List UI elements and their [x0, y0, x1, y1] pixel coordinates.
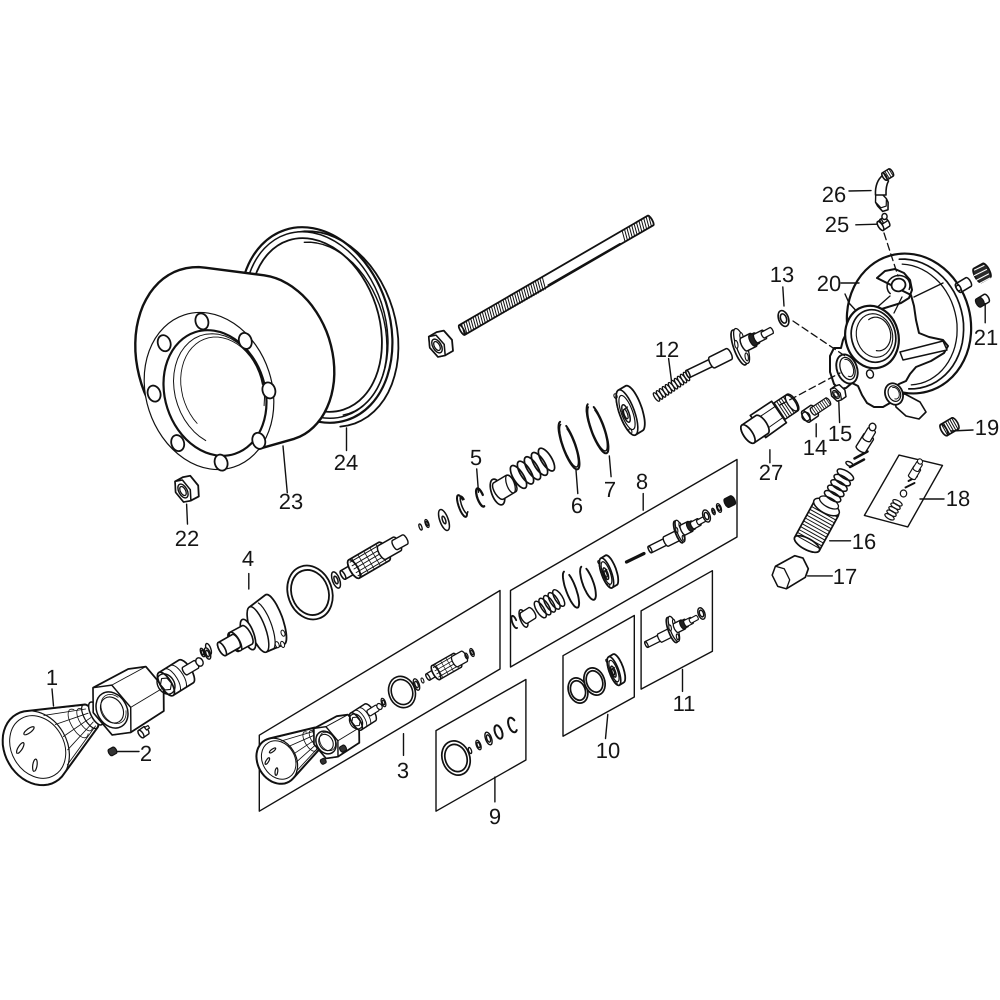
- svg-text:2: 2: [140, 741, 152, 766]
- svg-text:5: 5: [470, 445, 482, 470]
- svg-text:17: 17: [833, 564, 857, 589]
- svg-text:27: 27: [759, 460, 783, 485]
- svg-text:23: 23: [279, 489, 303, 514]
- svg-text:21: 21: [974, 325, 998, 350]
- svg-text:11: 11: [673, 691, 696, 716]
- svg-text:25: 25: [825, 212, 849, 237]
- svg-text:19: 19: [975, 415, 999, 440]
- svg-text:6: 6: [571, 493, 583, 518]
- svg-text:15: 15: [828, 421, 852, 446]
- svg-text:4: 4: [242, 546, 254, 571]
- svg-text:9: 9: [489, 804, 501, 829]
- svg-text:1: 1: [46, 665, 58, 690]
- svg-text:20: 20: [817, 271, 841, 296]
- svg-text:13: 13: [770, 262, 794, 287]
- svg-text:8: 8: [636, 469, 648, 494]
- svg-text:26: 26: [822, 182, 846, 207]
- svg-text:14: 14: [803, 435, 827, 460]
- svg-text:10: 10: [596, 738, 620, 763]
- svg-text:24: 24: [334, 450, 358, 475]
- svg-text:12: 12: [655, 337, 679, 362]
- svg-text:3: 3: [397, 758, 409, 783]
- svg-text:16: 16: [852, 529, 876, 554]
- svg-text:22: 22: [175, 526, 199, 551]
- svg-text:18: 18: [946, 486, 970, 511]
- svg-text:7: 7: [604, 477, 616, 502]
